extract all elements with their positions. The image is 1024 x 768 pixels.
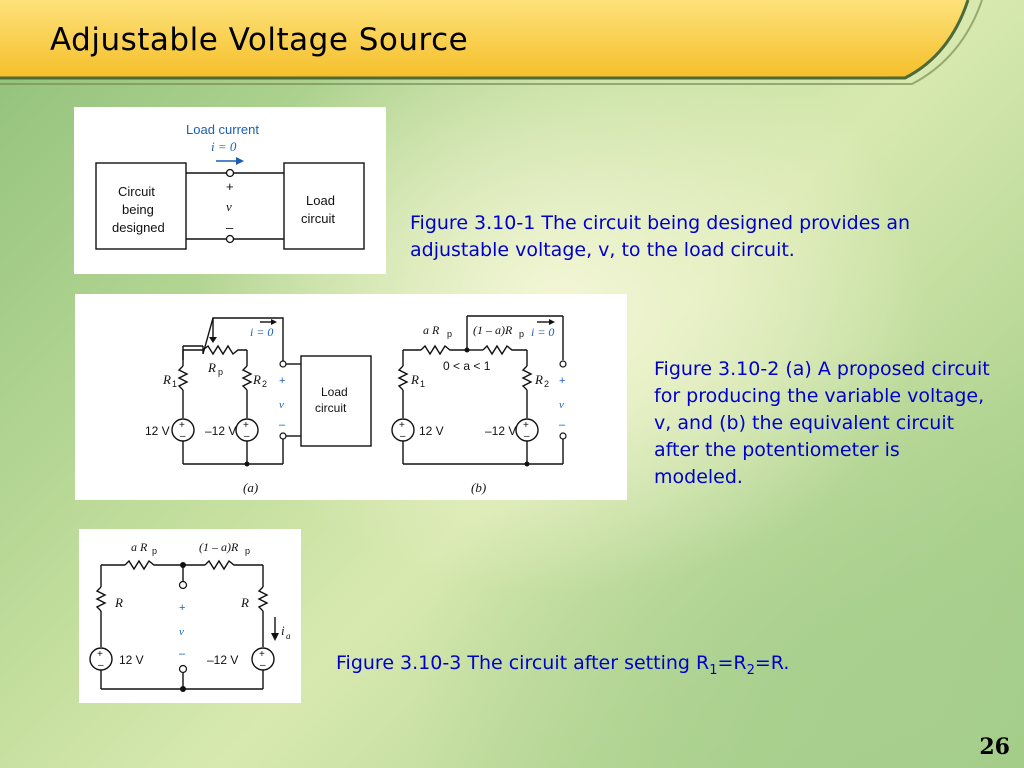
fig2a-r1: R xyxy=(162,372,171,387)
svg-text:2: 2 xyxy=(544,379,549,389)
fig3-r-right: R xyxy=(240,595,249,610)
svg-text:–: – xyxy=(559,419,566,431)
svg-text:v: v xyxy=(559,399,564,411)
figure-3-10-3: a R p (1 – a)R p R R + v – i a + – + – 1… xyxy=(79,529,301,703)
fig2a-rp: R xyxy=(207,360,216,375)
current-zero-label: i = 0 xyxy=(211,139,237,154)
svg-text:a: a xyxy=(286,631,291,641)
load-box-line2: circuit xyxy=(301,211,335,226)
svg-text:–: – xyxy=(244,431,250,442)
svg-text:+: + xyxy=(399,420,405,431)
fig2b-r2: R xyxy=(534,372,543,387)
slide-title: Adjustable Voltage Source xyxy=(50,22,469,58)
load-current-label: Load current xyxy=(186,122,259,137)
circuit-box-line3: designed xyxy=(112,220,165,235)
minus-sign: – xyxy=(226,220,234,235)
svg-text:v: v xyxy=(279,399,284,411)
title-bar: Adjustable Voltage Source xyxy=(0,0,1024,95)
svg-text:–: – xyxy=(400,431,406,442)
svg-text:+: + xyxy=(523,420,529,431)
figure-3-10-1: Load current i = 0 Circuit being designe… xyxy=(74,107,386,274)
voltage-v: v xyxy=(226,199,232,214)
fig2b-r1: R xyxy=(410,372,419,387)
fig2a-12v: 12 V xyxy=(145,424,170,438)
fig2a-rp-sub: p xyxy=(218,367,223,377)
figure-3-diagram: a R p (1 – a)R p R R + v – i a + – + – 1… xyxy=(89,540,291,692)
fig2-label-a: (a) xyxy=(243,480,258,495)
fig3-a-rp: a R xyxy=(131,540,148,554)
fig2b-a-rp: a R xyxy=(423,323,440,337)
svg-text:p: p xyxy=(447,329,452,339)
title-bar-shape xyxy=(0,0,983,85)
fig3-ia: i xyxy=(281,623,285,638)
svg-text:p: p xyxy=(519,329,524,339)
fig2b-neg12v: –12 V xyxy=(485,424,516,438)
plus-sign: + xyxy=(226,179,234,194)
fig2a-load-line2: circuit xyxy=(315,401,347,415)
svg-text:+: + xyxy=(559,375,565,387)
fig2a-load-line1: Load xyxy=(321,385,348,399)
fig3-r-left: R xyxy=(114,595,123,610)
fig2a-i-zero: i = 0 xyxy=(250,325,273,339)
svg-text:+: + xyxy=(259,649,265,660)
fig2b-12v: 12 V xyxy=(419,424,444,438)
svg-text:+: + xyxy=(243,420,249,431)
page-number: 26 xyxy=(979,734,1010,760)
caption-figure-2: Figure 3.10-2 (a) A proposed circuit for… xyxy=(654,358,990,488)
svg-text:+: + xyxy=(279,375,285,387)
svg-text:+: + xyxy=(97,649,103,660)
caption-figure-1: Figure 3.10-1 The circuit being designed… xyxy=(410,212,911,261)
caption-figure-3: Figure 3.10-3 The circuit after setting … xyxy=(336,652,790,678)
fig2a-r2-sub: 2 xyxy=(262,379,267,389)
fig3-12v: 12 V xyxy=(119,653,144,667)
svg-text:–: – xyxy=(260,660,266,671)
fig3-1minusa-rp: (1 – a)R xyxy=(199,540,239,554)
svg-text:–: – xyxy=(524,431,530,442)
figure-2-diagram: R p R 1 R 2 + – + – 12 V –12 V Load circ… xyxy=(145,315,567,495)
svg-text:p: p xyxy=(152,546,157,556)
svg-text:1: 1 xyxy=(420,379,425,389)
fig2b-range: 0 < a < 1 xyxy=(443,359,491,373)
svg-text:–: – xyxy=(279,419,286,431)
circuit-box-line2: being xyxy=(122,202,154,217)
fig3-minus: – xyxy=(179,648,186,660)
svg-text:–: – xyxy=(98,660,104,671)
svg-text:p: p xyxy=(245,546,250,556)
fig2a-r2: R xyxy=(252,372,261,387)
fig2a-r1-sub: 1 xyxy=(172,379,177,389)
svg-text:–: – xyxy=(180,431,186,442)
fig2b-i-zero: i = 0 xyxy=(531,325,554,339)
fig2b-1minusa-rp: (1 – a)R xyxy=(473,323,513,337)
svg-text:+: + xyxy=(179,420,185,431)
load-box-line1: Load xyxy=(306,193,335,208)
circuit-box-line1: Circuit xyxy=(118,184,155,199)
figure-1-diagram: Load current i = 0 Circuit being designe… xyxy=(95,122,365,250)
fig3-v: v xyxy=(179,626,184,638)
fig2-label-b: (b) xyxy=(471,480,486,495)
fig3-neg12v: –12 V xyxy=(207,653,238,667)
fig2a-neg12v: –12 V xyxy=(205,424,236,438)
figure-3-10-2: R p R 1 R 2 + – + – 12 V –12 V Load circ… xyxy=(75,294,627,500)
fig3-plus: + xyxy=(179,602,185,614)
